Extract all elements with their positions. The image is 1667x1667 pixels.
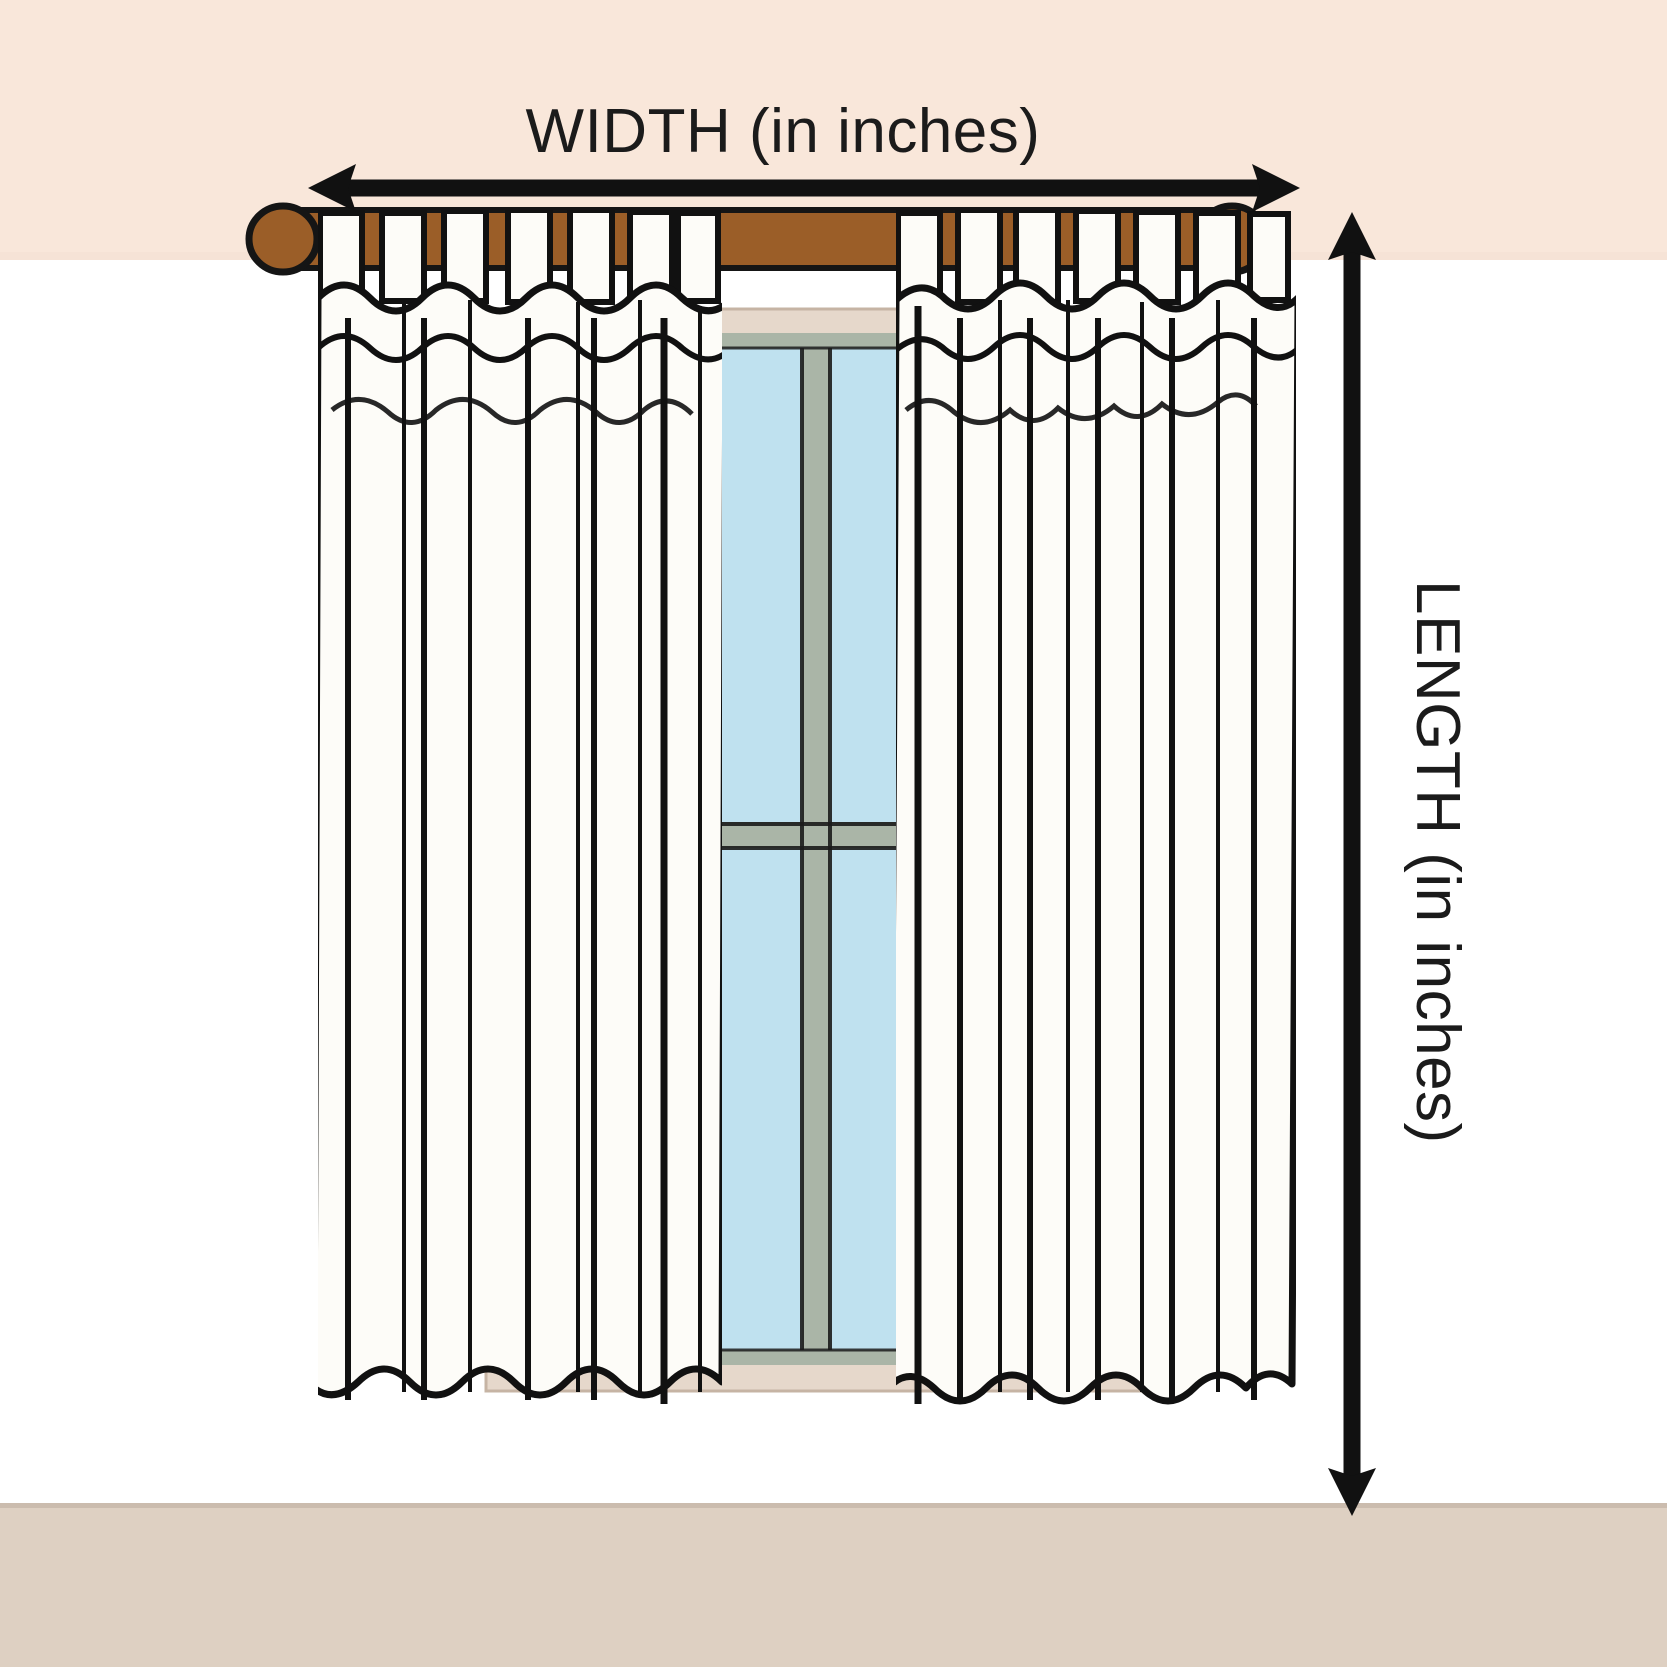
curtain-tab xyxy=(379,210,427,304)
curtain-body-left xyxy=(318,281,722,1399)
length-label: LENGTH (in inches) xyxy=(1403,580,1472,1144)
floor-band xyxy=(0,1505,1667,1667)
curtain-pleats-right xyxy=(914,300,1257,1404)
curtain-tab xyxy=(675,210,721,304)
curtain-panel-right xyxy=(896,210,1296,1405)
vertical-double-arrow-icon xyxy=(1328,212,1376,1516)
width-arrow-head-left xyxy=(308,164,356,212)
width-arrow-head-right xyxy=(1252,164,1300,212)
curtain-pleats-left xyxy=(345,300,702,1404)
curtain-panel-left xyxy=(318,210,722,1404)
curtain-mid-scallop-left xyxy=(330,397,694,425)
curtain-tab xyxy=(1247,211,1291,303)
curtain-body-right xyxy=(896,279,1296,1405)
length-arrow-head-bottom xyxy=(1328,1468,1376,1516)
rod-finial-left-icon xyxy=(245,202,321,276)
curtain-mid-scallop-right xyxy=(904,392,1258,425)
horizontal-double-arrow-icon xyxy=(308,164,1300,212)
curtain-tab xyxy=(567,210,615,305)
length-arrow-head-top xyxy=(1328,212,1376,260)
floor-band-edge xyxy=(0,1503,1667,1508)
curtain-tab xyxy=(955,210,1003,305)
width-label: WIDTH (in inches) xyxy=(526,97,1041,166)
curtain-tabs-right xyxy=(896,210,1291,305)
